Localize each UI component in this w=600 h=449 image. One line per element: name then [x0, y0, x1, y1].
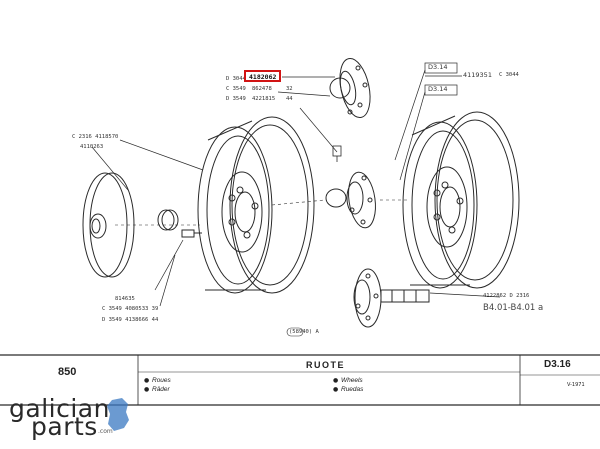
ref-label: D 3549 4138666 44	[102, 317, 159, 323]
logo-domain: .com	[98, 428, 113, 435]
bullet-icon: ●	[144, 377, 150, 384]
ref-label: C 3549 4080533 39	[102, 306, 159, 312]
highlight-box	[244, 70, 281, 82]
edition: V-1971	[567, 382, 585, 388]
ref-code: D3.14	[428, 85, 448, 93]
small-tag: (58940) A	[289, 329, 319, 335]
bullet-icon: ●	[333, 386, 339, 393]
ref-prefix: C 3549	[226, 86, 246, 92]
ref-suffix: 32	[286, 86, 293, 92]
ref-number: 4221815	[252, 96, 276, 102]
page-title: RUOTE	[306, 360, 345, 370]
ref-label: B4.01-B4.01 a	[483, 303, 544, 313]
ref-label: C 2316 4118570	[72, 134, 119, 140]
ref-prefix: D 3044	[226, 76, 246, 82]
ref-label: 814635	[115, 296, 135, 302]
ref-number: 862478	[252, 86, 272, 92]
logo-text-line1: galician	[9, 394, 110, 423]
ref-suffix: 44	[286, 96, 293, 102]
lang-label: Roues	[152, 377, 171, 384]
ref-prefix: D 3549	[226, 96, 246, 102]
ref-number: 4119351	[463, 71, 492, 79]
ref-code: D3.14	[428, 63, 448, 71]
hub-top	[329, 58, 371, 118]
bullet-icon: ●	[333, 377, 339, 384]
lang-label: Wheels	[341, 377, 363, 384]
model-number: 850	[58, 366, 77, 378]
galicia-map-icon	[107, 398, 129, 431]
logo-text-line2: parts	[31, 412, 98, 441]
ref-label: 4122862 D 2316	[483, 293, 530, 299]
ref-label: 4110263	[80, 144, 104, 150]
lang-label: Ruedas	[341, 386, 364, 393]
page-code: D3.16	[544, 359, 571, 370]
bullet-icon: ●	[144, 386, 150, 393]
ref-suffix: C 3044	[499, 72, 519, 78]
highlighted-part-number[interactable]: 4182062	[249, 73, 277, 81]
lang-label: Räder	[152, 386, 170, 393]
